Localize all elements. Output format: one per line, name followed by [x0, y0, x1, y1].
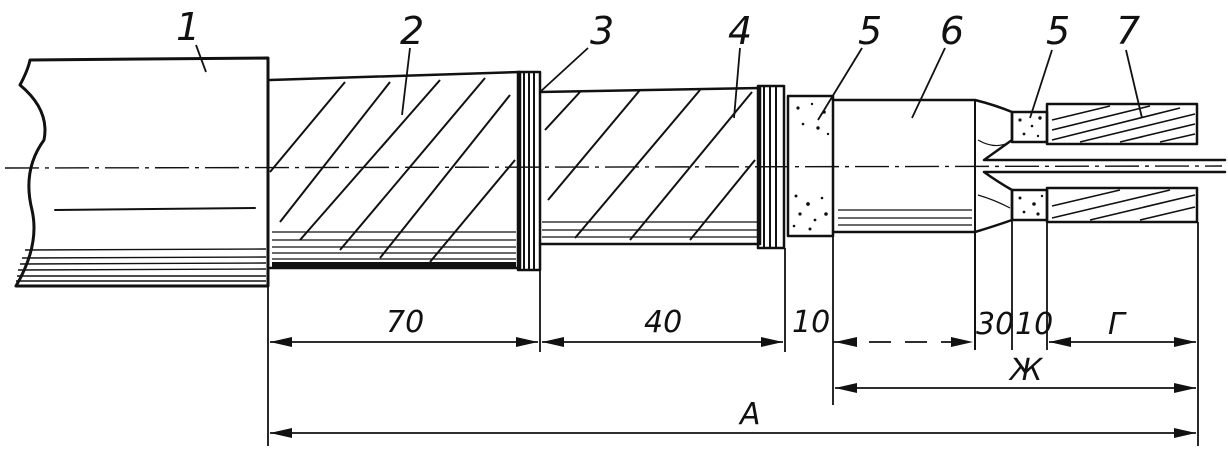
dimension-70: 70	[386, 305, 424, 340]
dimension-10-left: 10	[792, 305, 830, 340]
dimension-zh: Ж	[1008, 353, 1044, 388]
outer-jacket	[14, 56, 270, 288]
callout-4: 4	[728, 9, 752, 53]
callout-1: 1	[176, 5, 200, 49]
centerline	[4, 165, 1223, 169]
dimension-a: А	[738, 397, 761, 432]
dimension-g: Г	[1108, 307, 1127, 342]
inner-winding	[538, 86, 762, 246]
dimension-40: 40	[644, 305, 682, 340]
dimension-10-right: 10	[1015, 307, 1053, 342]
callout-2: 2	[400, 9, 424, 53]
extension-lines	[267, 220, 1199, 446]
dimension-30: 30	[976, 307, 1014, 342]
callout-3: 3	[590, 9, 614, 53]
binding-band-3	[516, 70, 542, 272]
dimension-row-1	[270, 337, 1196, 347]
callout-6: 6	[940, 9, 964, 53]
callout-7: 7	[1116, 9, 1140, 53]
callout-5-left: 5	[858, 9, 882, 53]
bare-conductor	[1045, 102, 1199, 224]
dimension-row-3	[270, 428, 1196, 438]
leader-lines	[195, 44, 1143, 121]
armour-winding	[268, 70, 522, 270]
dimension-row-2	[835, 383, 1196, 393]
callout-5-right: 5	[1046, 9, 1070, 53]
